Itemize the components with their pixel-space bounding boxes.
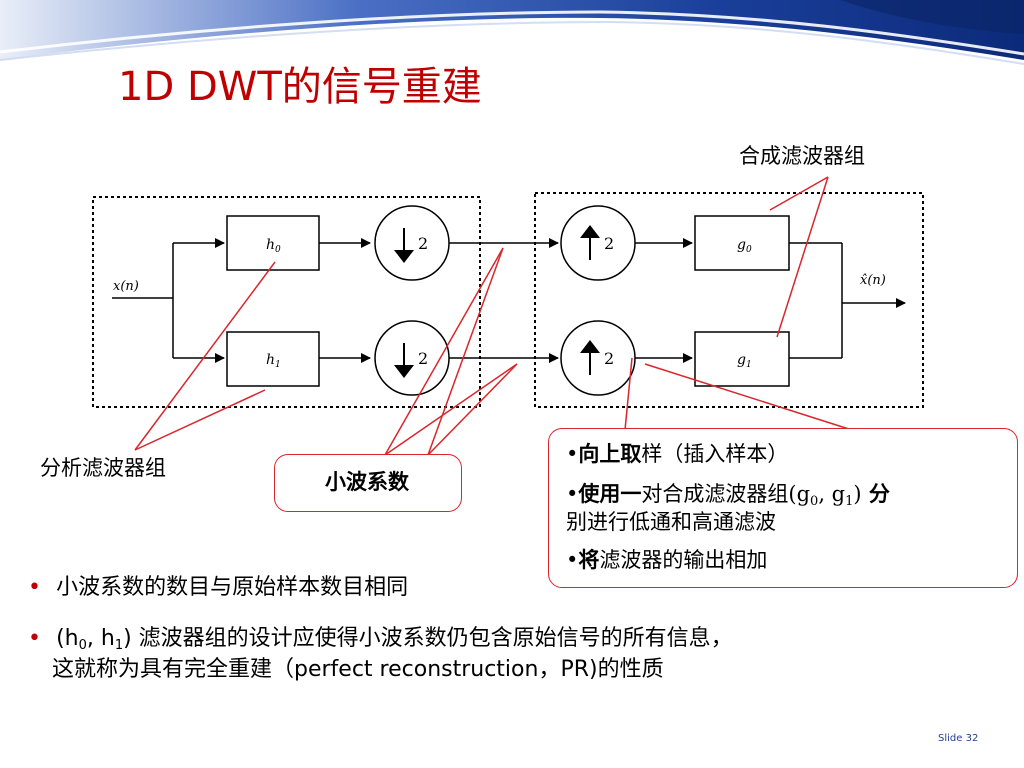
bullet-1-text: 小波系数的数目与原始样本数目相同	[56, 575, 409, 600]
downsample-top	[374, 205, 450, 281]
upsample-callout-line-3: 别进行低通和高通滤波	[566, 510, 776, 534]
bullet-2: • (h0, h1) 滤波器组的设计应使得小波系数仍包含原始信号的所有信息，	[28, 620, 733, 653]
upsample-callout-line-4: •将滤波器的输出相加	[566, 548, 768, 572]
downsample-bottom	[374, 320, 450, 396]
header-decoration	[0, 0, 1024, 65]
downsample-top-factor: 2	[418, 234, 428, 253]
analysis-bank-frame	[92, 196, 481, 408]
input-signal-label: x(n)	[113, 279, 139, 294]
output-signal-label: x̂(n)	[860, 273, 886, 288]
h1-label: h1	[266, 352, 281, 370]
analysis-bank-label: 分析滤波器组	[40, 456, 166, 480]
g1-filter-block	[694, 331, 790, 387]
g0-filter-block	[694, 215, 790, 271]
g0-label: g0	[737, 237, 752, 255]
g1-label: g1	[737, 352, 752, 370]
upsample-top-factor: 2	[604, 234, 614, 253]
bullet-1: • 小波系数的数目与原始样本数目相同	[28, 569, 408, 601]
downsample-bottom-factor: 2	[418, 349, 428, 368]
slide-title: 1D DWT的信号重建	[118, 64, 482, 110]
upsample-bottom-factor: 2	[604, 349, 614, 368]
bullet-2-marker: •	[28, 626, 41, 651]
slide-number: Slide 32	[938, 733, 979, 744]
upsample-top	[560, 205, 636, 281]
synthesis-bank-frame	[534, 192, 924, 408]
h0-filter-block	[226, 215, 320, 271]
upsample-callout-line-2: •使用一对合成滤波器组(g0, g1) 分	[566, 482, 890, 509]
upsample-bottom	[560, 320, 636, 396]
h0-label: h0	[266, 237, 281, 255]
coefficients-callout-text: 小波系数	[325, 470, 409, 494]
coefficients-callout-box	[274, 454, 462, 512]
bullet-2-text-line-2: 这就称为具有完全重建（perfect reconstruction，PR)的性质	[52, 657, 664, 682]
bullet-1-marker: •	[28, 575, 41, 600]
bullet-2-text: (h0, h1) 滤波器组的设计应使得小波系数仍包含原始信号的所有信息，	[56, 626, 733, 653]
upsample-callout-line-1: •向上取样（插入样本）	[566, 442, 789, 466]
upsample-callout-box	[548, 428, 1018, 588]
h1-filter-block	[226, 331, 320, 387]
synthesis-bank-label: 合成滤波器组	[739, 144, 865, 168]
